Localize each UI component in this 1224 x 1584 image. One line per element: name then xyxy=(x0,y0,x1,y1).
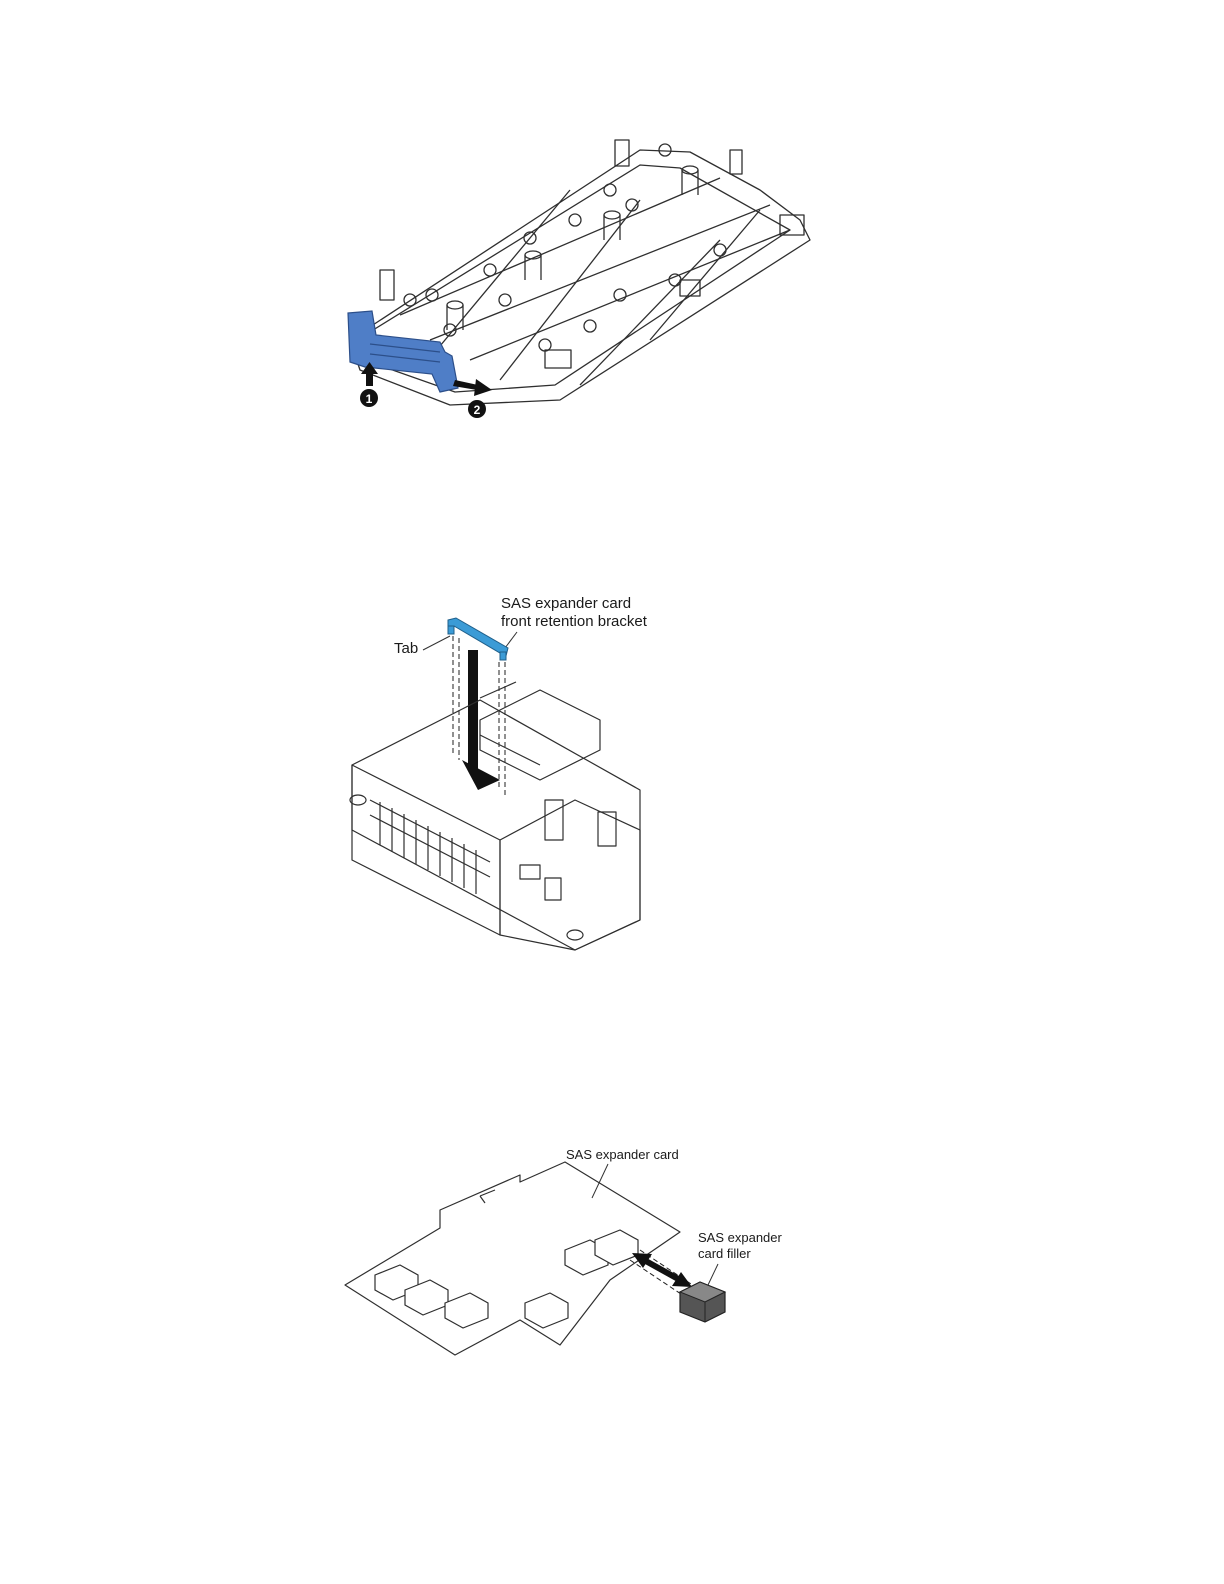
filler-arrow xyxy=(632,1253,692,1287)
figure-3-expander-card: SAS expander card SAS expander card fill… xyxy=(0,1140,1224,1370)
svg-text:1: 1 xyxy=(366,392,373,406)
callout-1: 1 xyxy=(360,389,378,407)
label-bracket-line2: front retention bracket xyxy=(501,613,647,631)
label-bracket-line1: SAS expander card xyxy=(501,595,631,613)
label-filler-line1: SAS expander xyxy=(698,1230,782,1246)
figure-2-retention-bracket: Tab SAS expander card front retention br… xyxy=(0,590,1224,960)
card-drawing xyxy=(0,1140,1224,1370)
slide-arrow xyxy=(453,379,492,396)
tray-drawing: 1 2 xyxy=(0,130,1224,430)
callout-2: 2 xyxy=(468,400,486,418)
sas-connectors xyxy=(375,1230,638,1328)
blue-release-clip xyxy=(348,311,458,392)
label-tab: Tab xyxy=(394,640,418,658)
expander-filler xyxy=(680,1282,725,1322)
label-filler-line2: card filler xyxy=(698,1246,751,1262)
figure-1-tray-clip: 1 2 xyxy=(0,130,1224,430)
server-drawing xyxy=(0,590,1224,960)
svg-text:2: 2 xyxy=(474,403,481,417)
label-card: SAS expander card xyxy=(566,1147,679,1163)
